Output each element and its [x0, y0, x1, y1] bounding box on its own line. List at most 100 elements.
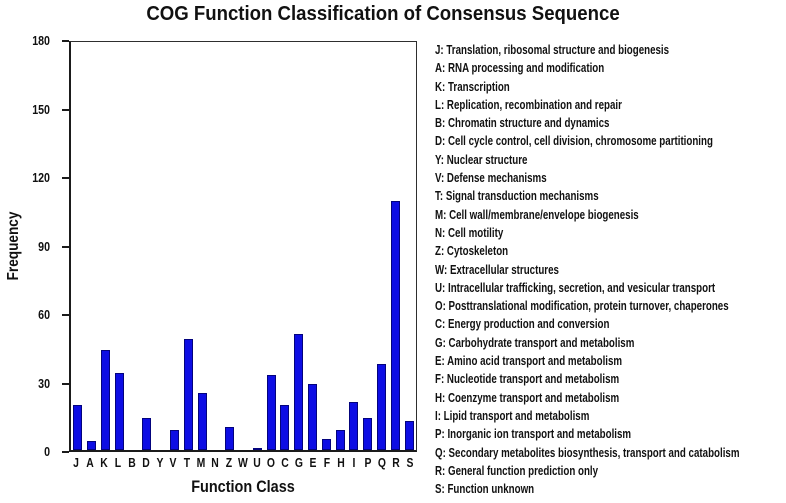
x-category-label-P: P — [364, 455, 372, 470]
legend-entry-K: K: Transcription — [435, 79, 510, 94]
y-tick-label-120: 120 — [32, 170, 50, 185]
bar-A — [87, 440, 97, 450]
x-category-label-H: H — [336, 455, 345, 470]
legend-entry-W: W: Extracellular structures — [435, 262, 559, 277]
bar-R — [390, 200, 400, 450]
x-category-label-O: O — [266, 455, 275, 470]
x-category-label-D: D — [141, 455, 150, 470]
y-tick-mark-60 — [62, 314, 69, 316]
bar-slot-R — [388, 42, 402, 450]
bar-slot-K — [99, 42, 113, 450]
bar-D — [142, 418, 152, 450]
x-category-label-Z: Z — [225, 455, 233, 470]
legend-entry-D: D: Cell cycle control, cell division, ch… — [435, 134, 713, 149]
bar-F — [321, 438, 331, 450]
legend-entry-B: B: Chromatin structure and dynamics — [435, 116, 610, 131]
legend-entry-Y: Y: Nuclear structure — [435, 152, 528, 167]
y-tick-label-180: 180 — [32, 33, 50, 48]
y-tick-mark-180 — [62, 40, 69, 42]
bar-G — [294, 334, 304, 450]
bar-slot-Y — [154, 42, 168, 450]
bar-K — [100, 350, 110, 450]
bar-L — [114, 372, 124, 450]
x-category-label-A: A — [86, 455, 94, 470]
bar-slot-N — [209, 42, 223, 450]
legend-entry-O: O: Posttranslational modification, prote… — [435, 299, 729, 314]
legend-entry-A: A: RNA processing and modification — [435, 61, 605, 76]
y-tick-mark-30 — [62, 382, 69, 385]
bar-slot-L — [112, 42, 126, 450]
x-category-label-W: W — [238, 455, 248, 470]
y-tick-mark-90 — [62, 245, 69, 248]
bar-slot-A — [85, 42, 99, 450]
x-category-label-C: C — [281, 455, 289, 470]
bar-slot-Z — [223, 42, 237, 450]
y-tick-mark-120 — [62, 177, 69, 179]
bar-J — [73, 404, 83, 450]
x-category-label-K: K — [100, 455, 108, 470]
legend-entry-Q: Q: Secondary metabolites biosynthesis, t… — [435, 445, 740, 460]
bar-slot-C — [278, 42, 292, 450]
y-tick-label-90: 90 — [38, 238, 50, 254]
bar-Z — [225, 427, 235, 450]
bar-slot-Q — [375, 42, 389, 450]
bar-slot-P — [361, 42, 375, 450]
bar-slot-O — [264, 42, 278, 450]
legend-entry-U: U: Intracellular trafficking, secretion,… — [435, 280, 716, 295]
legend-entry-N: N: Cell motility — [435, 225, 504, 240]
bar-slot-S — [402, 42, 416, 450]
legend-entry-C: C: Energy production and conversion — [435, 317, 610, 332]
bar-H — [335, 429, 345, 450]
bar-slot-D — [140, 42, 154, 450]
bar-slot-F — [319, 42, 333, 450]
y-tick-label-150: 150 — [32, 101, 50, 117]
y-tick-mark-0 — [62, 451, 69, 453]
bar-C — [280, 404, 290, 450]
x-category-label-N: N — [211, 455, 219, 470]
bar-S — [404, 420, 414, 450]
x-category-label-T: T — [184, 455, 191, 470]
legend-entry-F: F: Nucleotide transport and metabolism — [435, 372, 620, 387]
bar-slot-G — [292, 42, 306, 450]
bar-I — [349, 402, 359, 450]
x-category-label-R: R — [392, 455, 400, 470]
legend-entry-L: L: Replication, recombination and repair — [435, 97, 622, 112]
legend-entry-H: H: Coenzyme transport and metabolism — [435, 390, 620, 405]
bar-slot-U — [250, 42, 264, 450]
bar-slot-W — [237, 42, 251, 450]
legend-entry-E: E: Amino acid transport and metabolism — [435, 354, 623, 369]
y-tick-label-30: 30 — [38, 375, 50, 391]
x-axis-label: Function Class — [191, 477, 295, 496]
bar-slot-J — [71, 42, 85, 450]
x-category-label-V: V — [169, 455, 177, 470]
x-category-label-M: M — [196, 455, 206, 470]
x-category-label-Y: Y — [156, 455, 163, 470]
bar-V — [169, 429, 179, 450]
x-category-label-J: J — [73, 455, 79, 470]
bar-O — [266, 375, 276, 450]
legend-entry-J: J: Translation, ribosomal structure and … — [435, 43, 670, 57]
bar-E — [307, 384, 317, 450]
bar-Q — [376, 363, 386, 450]
bar-slot-V — [168, 42, 182, 450]
bar-slot-T — [181, 42, 195, 450]
bar-slot-M — [195, 42, 209, 450]
legend-entry-T: T: Signal transduction mechanisms — [435, 189, 599, 204]
x-category-label-I: I — [352, 455, 356, 470]
y-tick-label-0: 0 — [44, 444, 50, 459]
x-category-label-L: L — [114, 455, 121, 470]
bar-slot-B — [126, 42, 140, 450]
x-category-label-G: G — [294, 455, 303, 470]
legend-entry-G: G: Carbohydrate transport and metabolism — [435, 335, 635, 350]
x-category-label-E: E — [309, 455, 317, 470]
bar-U — [252, 447, 262, 450]
bar-P — [363, 418, 373, 450]
y-tick-label-60: 60 — [38, 307, 50, 322]
legend-entry-R: R: General function prediction only — [435, 463, 599, 478]
plot-area — [69, 41, 417, 452]
bar-T — [183, 338, 193, 450]
x-category-label-B: B — [127, 455, 136, 470]
chart-title: COG Function Classification of Consensus… — [146, 3, 620, 25]
x-category-label-U: U — [253, 455, 261, 470]
